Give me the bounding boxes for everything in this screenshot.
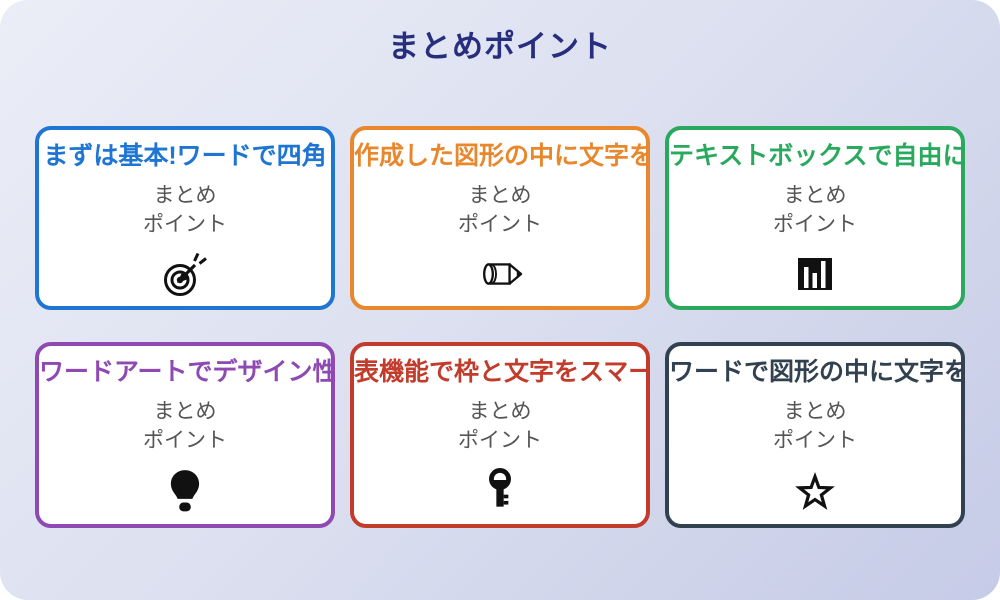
- dartboard-arrow-icon: [161, 243, 209, 306]
- summary-line-1: まとめ: [153, 400, 217, 423]
- card-title: まずは基本!ワードで四角: [43, 142, 327, 170]
- summary-line-2: ポイント: [458, 212, 542, 236]
- bar-chart-icon: [794, 243, 836, 306]
- summary-line-1: まとめ: [468, 184, 532, 207]
- summary-text: まとめ ポイント: [458, 182, 542, 240]
- summary-line-2: ポイント: [143, 212, 227, 236]
- card-grid: まずは基本!ワードで四角 まとめ ポイント 作成した図形の中に文字を: [0, 126, 1000, 528]
- summary-text: まとめ ポイント: [458, 398, 542, 456]
- pencil-icon: [477, 243, 523, 306]
- summary-line-2: ポイント: [773, 428, 857, 452]
- card-title: テキストボックスで自由に: [669, 142, 961, 170]
- summary-line-2: ポイント: [458, 428, 542, 452]
- summary-text: まとめ ポイント: [773, 182, 857, 240]
- summary-card-wordart[interactable]: ワードアートでデザイン性 まとめ ポイント: [35, 342, 335, 528]
- summary-line-1: まとめ: [783, 184, 847, 207]
- star-icon: [795, 459, 835, 524]
- key-icon: [482, 459, 518, 524]
- card-title: ワードアートでデザイン性: [39, 358, 331, 386]
- summary-text: まとめ ポイント: [143, 182, 227, 240]
- summary-text: まとめ ポイント: [773, 398, 857, 456]
- summary-card-textbox[interactable]: テキストボックスで自由に まとめ ポイント: [665, 126, 965, 310]
- card-title: ワードで図形の中に文字を: [669, 358, 961, 386]
- summary-line-1: まとめ: [153, 184, 217, 207]
- summary-card-table-feature[interactable]: 表機能で枠と文字をスマー まとめ ポイント: [350, 342, 650, 528]
- summary-line-2: ポイント: [773, 212, 857, 236]
- summary-line-1: まとめ: [783, 400, 847, 423]
- summary-card-text-in-shape[interactable]: 作成した図形の中に文字を まとめ ポイント: [350, 126, 650, 310]
- summary-line-1: まとめ: [468, 400, 532, 423]
- card-title: 表機能で枠と文字をスマー: [354, 358, 646, 386]
- summary-line-2: ポイント: [143, 428, 227, 452]
- summary-card-basic-word-shape[interactable]: まずは基本!ワードで四角 まとめ ポイント: [35, 126, 335, 310]
- summary-text: まとめ ポイント: [143, 398, 227, 456]
- summary-card-word-shape-text[interactable]: ワードで図形の中に文字を まとめ ポイント: [665, 342, 965, 528]
- lightbulb-icon: [166, 459, 204, 524]
- card-title: 作成した図形の中に文字を: [354, 142, 646, 170]
- page-heading: まとめポイント: [388, 29, 612, 64]
